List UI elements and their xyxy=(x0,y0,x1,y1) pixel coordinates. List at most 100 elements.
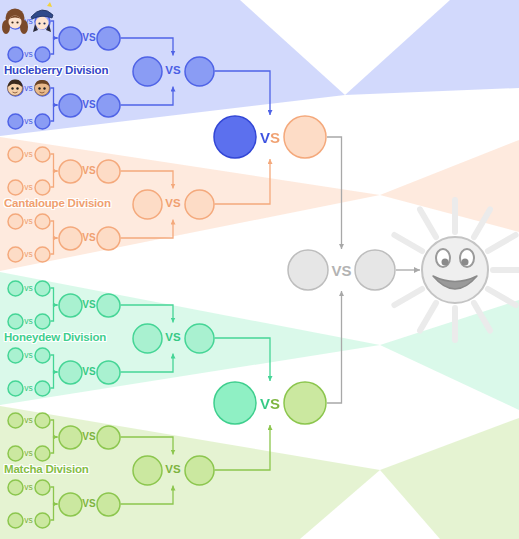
avatar-boy xyxy=(8,79,23,95)
competitor-circle xyxy=(8,314,23,329)
winner-arrow xyxy=(396,269,420,270)
competitor-circle xyxy=(35,381,50,396)
sun-ray xyxy=(474,209,490,237)
vs-text: vs xyxy=(7,84,51,93)
competitor-circle xyxy=(35,281,50,296)
match-node: VS xyxy=(58,93,121,118)
bracket-arrow xyxy=(51,372,58,388)
bracket-arrow xyxy=(51,288,58,305)
division-name: Matcha Division xyxy=(4,464,89,476)
bracket-arrow xyxy=(51,420,58,437)
bracket-arrow xyxy=(51,21,58,38)
competitor-circle xyxy=(35,114,50,129)
match-node: vs xyxy=(7,412,51,429)
bracket-arrow xyxy=(121,437,174,455)
vs-text: VS xyxy=(132,332,215,344)
competitor-circle xyxy=(35,446,50,461)
competitor-circle xyxy=(355,250,395,290)
competitor-circle xyxy=(97,94,120,117)
smiley-eye xyxy=(436,249,450,267)
competitor-circle xyxy=(8,47,23,62)
match-node: vs xyxy=(7,213,51,230)
vs-text: vs xyxy=(7,183,51,192)
match-node: VS xyxy=(58,159,121,184)
competitor-circle xyxy=(8,281,23,296)
match-node: vs xyxy=(7,512,51,529)
bracket-arrow xyxy=(51,305,58,321)
competitor-circle xyxy=(133,190,162,219)
competitor-circle xyxy=(35,413,50,428)
match-node: VS xyxy=(132,189,215,220)
competitor-circle xyxy=(35,247,50,262)
competitor-circle xyxy=(35,513,50,528)
champion-smiley xyxy=(422,237,488,303)
match-node: vs xyxy=(7,13,51,30)
competitor-circle xyxy=(97,426,120,449)
match-node: vs xyxy=(7,380,51,397)
division-name: Cantaloupe Division xyxy=(4,198,111,210)
competitor-circle xyxy=(185,190,214,219)
bracket-arrow xyxy=(51,38,58,54)
bracket-arrow xyxy=(51,105,58,121)
sun-ray xyxy=(394,235,422,251)
bracket-arrow xyxy=(121,87,174,106)
sun-ray xyxy=(452,308,458,340)
bracket-arrow xyxy=(215,338,271,381)
vs-text: VS xyxy=(58,33,121,43)
match-node: vs xyxy=(7,445,51,462)
competitor-circle xyxy=(59,227,82,250)
smiley-pupil xyxy=(462,259,469,266)
competitor-circle xyxy=(288,250,328,290)
match-node: VS xyxy=(58,360,121,385)
sun-ray xyxy=(452,200,458,232)
competitor-circle xyxy=(185,456,214,485)
sun-ray xyxy=(420,209,436,237)
bracket-arrow xyxy=(121,305,174,323)
division-name: Hucleberry Division xyxy=(4,65,108,77)
competitor-circle xyxy=(8,446,23,461)
match-node: VS xyxy=(213,381,327,425)
vs-text: vs xyxy=(7,284,51,293)
competitor-circle xyxy=(97,27,120,50)
smiley-eye xyxy=(460,249,474,267)
competitor-circle xyxy=(8,247,23,262)
competitor-circle xyxy=(97,493,120,516)
competitor-circle xyxy=(35,47,50,62)
vs-text: vs xyxy=(7,516,51,525)
vs-text: vs xyxy=(7,50,51,59)
match-node: vs xyxy=(7,80,51,97)
bracket-arrow xyxy=(121,354,174,373)
vs-text: vs xyxy=(7,317,51,326)
bracket-arrow xyxy=(51,238,58,254)
vs-text: vs xyxy=(7,384,51,393)
competitor-circle xyxy=(59,27,82,50)
competitor-circle xyxy=(59,294,82,317)
vs-text: VS xyxy=(58,233,121,243)
match-node: vs xyxy=(7,313,51,330)
division-band xyxy=(380,300,519,410)
avatar-girl xyxy=(2,9,28,35)
competitor-circle xyxy=(185,324,214,353)
bracket-arrow xyxy=(327,291,342,403)
sun-ray xyxy=(420,303,436,331)
vs-text: vs xyxy=(7,416,51,425)
competitor-circle xyxy=(35,180,50,195)
competitor-circle xyxy=(185,57,214,86)
competitor-circle xyxy=(59,94,82,117)
division-band xyxy=(0,272,380,405)
vs-text: vs xyxy=(7,217,51,226)
bracket-arrow xyxy=(327,137,342,249)
division-band xyxy=(380,140,519,232)
bracket-arrow xyxy=(121,38,174,56)
smiley-pupil xyxy=(442,259,449,266)
sun-ray xyxy=(474,303,490,331)
vs-text: vs xyxy=(7,449,51,458)
vs-text: VS xyxy=(58,367,121,377)
sun-ray xyxy=(394,289,422,305)
competitor-circle xyxy=(8,214,23,229)
competitor-circle xyxy=(8,180,23,195)
competitor-circle xyxy=(8,81,23,96)
vs-text: vs xyxy=(7,351,51,360)
competitor-circle xyxy=(35,480,50,495)
match-node: VS xyxy=(287,249,396,291)
